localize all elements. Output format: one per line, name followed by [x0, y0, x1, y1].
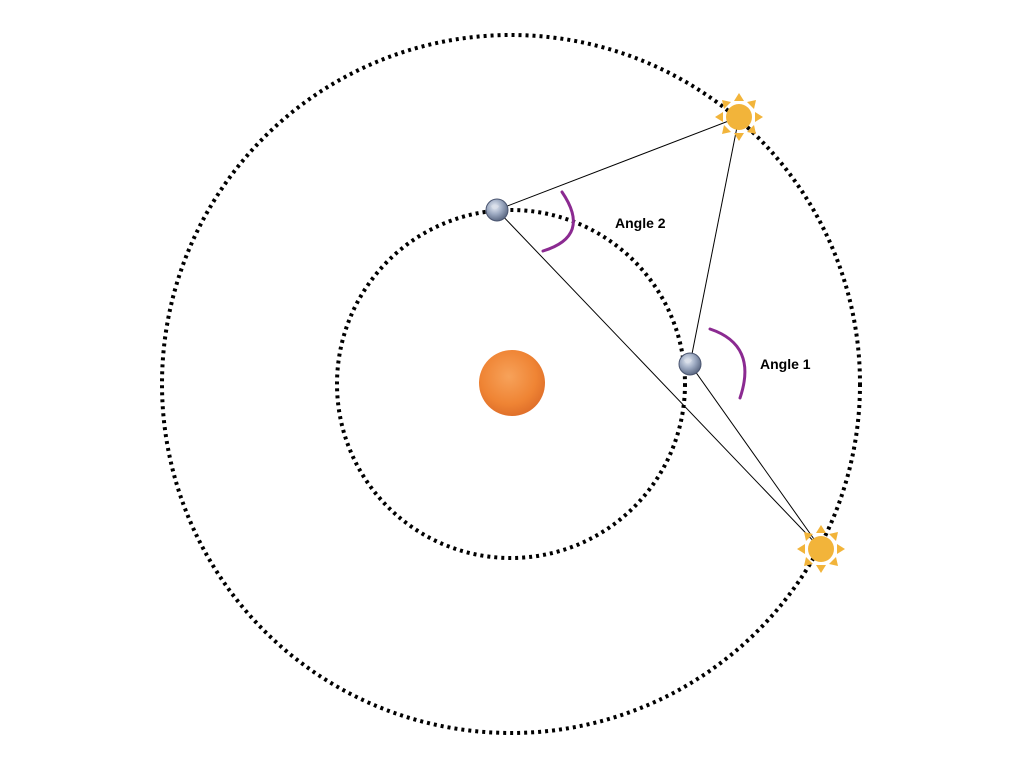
sight-line-earth2-to-sun-bottom — [496, 209, 822, 550]
sight-line-earth1-to-sun-bottom — [689, 363, 822, 550]
angle-1-label: Angle 1 — [760, 356, 811, 372]
central-sun-disc-icon — [479, 350, 545, 416]
inner-orbit — [335, 208, 687, 560]
sun-icon — [715, 93, 763, 141]
angle-1-arc — [708, 327, 747, 400]
outer-orbit — [160, 33, 862, 735]
earth-icon — [485, 198, 509, 222]
angle-2-label: Angle 2 — [615, 215, 666, 231]
sun-icon — [797, 525, 845, 573]
earth-icon — [678, 352, 702, 376]
sight-line-earth1-to-sun-top — [689, 116, 740, 365]
angle-2-arc — [541, 190, 575, 253]
sight-line-earth2-to-sun-top — [496, 116, 740, 211]
